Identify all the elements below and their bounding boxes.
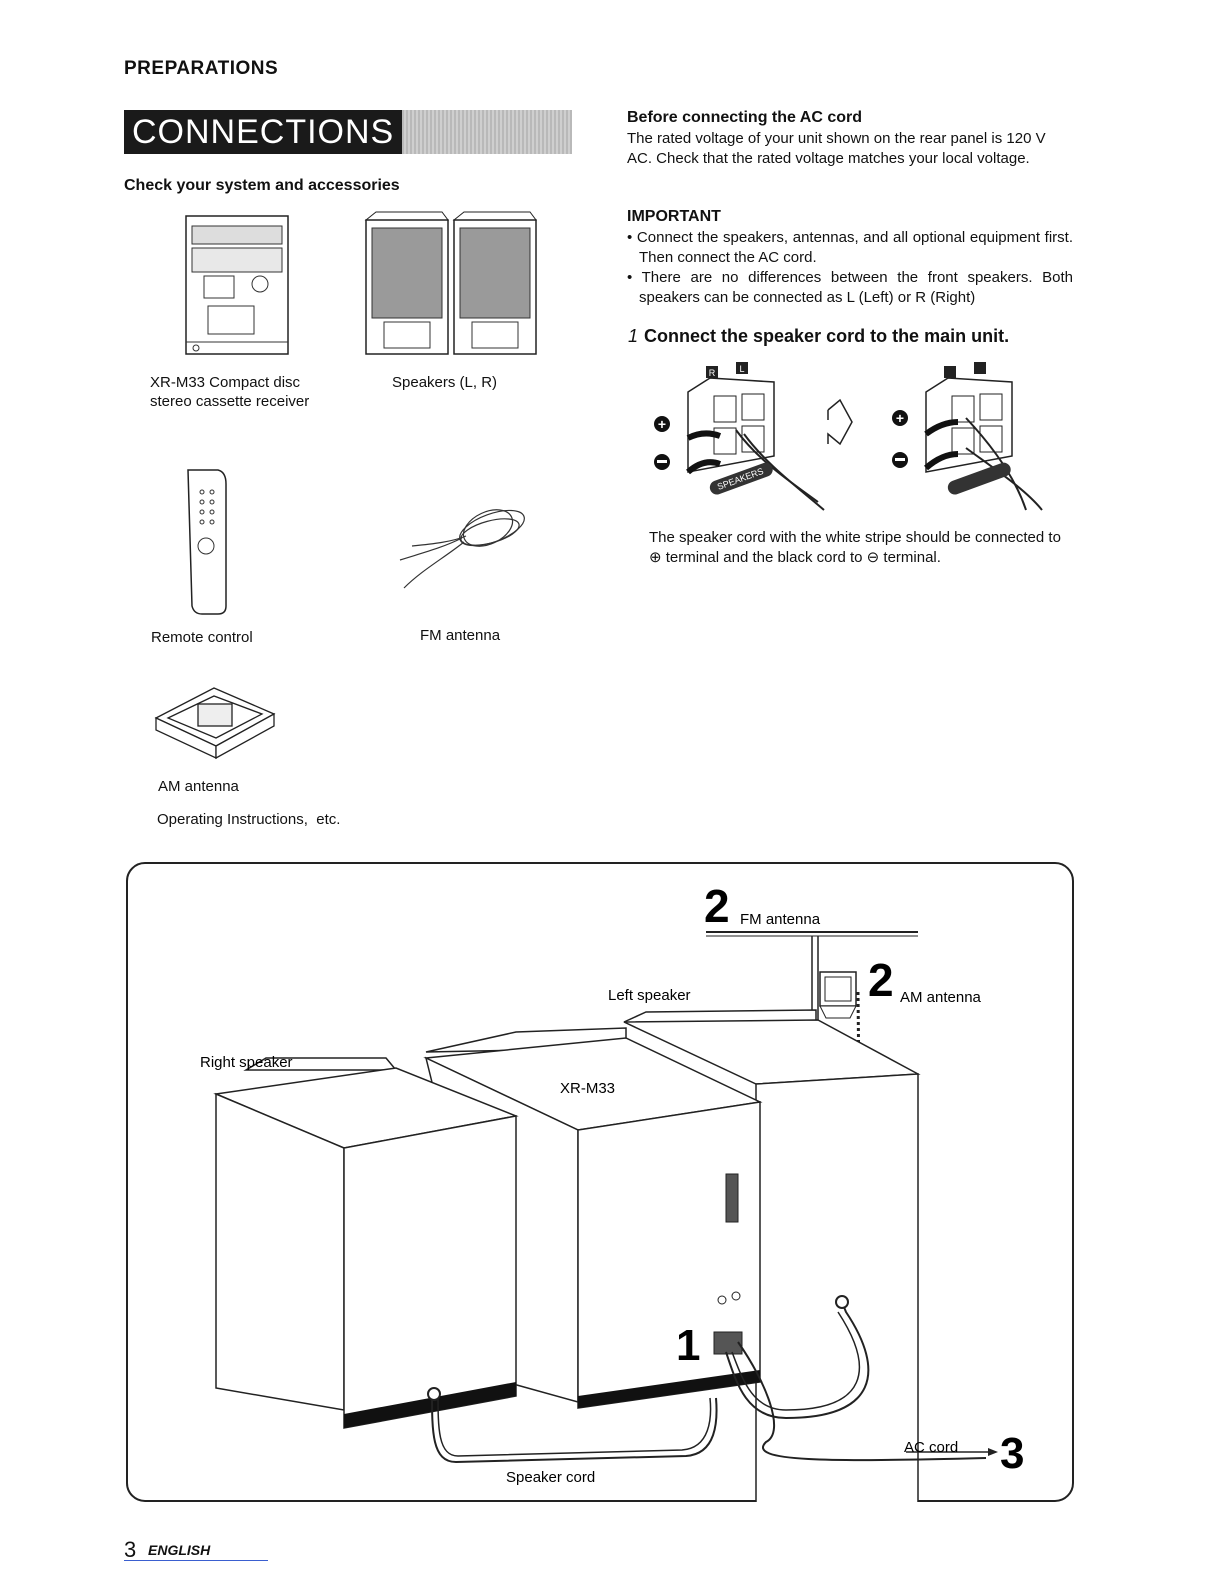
terminal-diagram: R L + SPEAKERS + bbox=[654, 362, 1043, 511]
unit-label: XR-M33 bbox=[560, 1080, 615, 1097]
am-antenna-caption: AM antenna bbox=[158, 778, 239, 795]
step1-note: The speaker cord with the white stripe s… bbox=[649, 529, 1061, 566]
terminal-l-label: L bbox=[739, 364, 744, 374]
svg-text:+: + bbox=[658, 416, 666, 432]
ac-cord-heading: Before connecting the AC cord bbox=[627, 109, 862, 126]
fm-antenna-label: FM antenna bbox=[740, 911, 821, 928]
important-list: • Connect the speakers, antennas, and al… bbox=[627, 228, 1073, 308]
right-speaker-label: Right speaker bbox=[200, 1054, 293, 1071]
remote-illustration bbox=[187, 469, 227, 615]
step1-heading-text: Connect the speaker cord to the main uni… bbox=[644, 326, 1010, 346]
instructions-caption: Operating Instructions, etc. bbox=[157, 811, 341, 828]
am-step-number: 2 bbox=[868, 954, 894, 1006]
important-bullet: • There are no differences between the f… bbox=[627, 269, 1073, 306]
step1-number: 1 bbox=[628, 326, 639, 346]
accessories-heading: Check your system and accessories bbox=[124, 177, 400, 194]
step1-marker: 1 bbox=[676, 1321, 700, 1370]
speakers-caption: Speakers (L, R) bbox=[392, 374, 498, 391]
important-bullet: • Connect the speakers, antennas, and al… bbox=[627, 229, 1073, 266]
important-heading: IMPORTANT bbox=[627, 208, 721, 225]
left-speaker-label: Left speaker bbox=[608, 987, 691, 1004]
section-label: PREPARATIONS bbox=[124, 58, 279, 79]
am-antenna-label: AM antenna bbox=[900, 989, 982, 1006]
speakers-illustration bbox=[364, 211, 537, 355]
fm-antenna-caption: FM antenna bbox=[420, 627, 501, 644]
footer-rule bbox=[124, 1560, 268, 1561]
step3-marker: 3 bbox=[1000, 1429, 1024, 1478]
am-antenna-illustration bbox=[154, 687, 276, 760]
connection-diagram: 2 FM antenna 2 AM antenna Left speaker R… bbox=[126, 862, 1074, 1502]
remote-caption: Remote control bbox=[151, 629, 253, 646]
page-number: 3 bbox=[124, 1537, 137, 1562]
ac-cord-text: The rated voltage of your unit shown on … bbox=[627, 130, 1046, 167]
ac-cord-label: AC cord bbox=[904, 1439, 958, 1456]
page-title: CONNECTIONS bbox=[124, 110, 403, 154]
receiver-caption: XR-M33 Compact disc stereo cassette rece… bbox=[150, 374, 310, 410]
terminal-r-label: R bbox=[709, 368, 716, 378]
fm-step-number: 2 bbox=[704, 880, 730, 932]
svg-text:+: + bbox=[896, 410, 904, 426]
fm-antenna-illustration bbox=[399, 509, 525, 589]
page-language: ENGLISH bbox=[148, 1542, 211, 1558]
receiver-illustration bbox=[185, 215, 289, 355]
speaker-cord-label: Speaker cord bbox=[506, 1469, 595, 1486]
